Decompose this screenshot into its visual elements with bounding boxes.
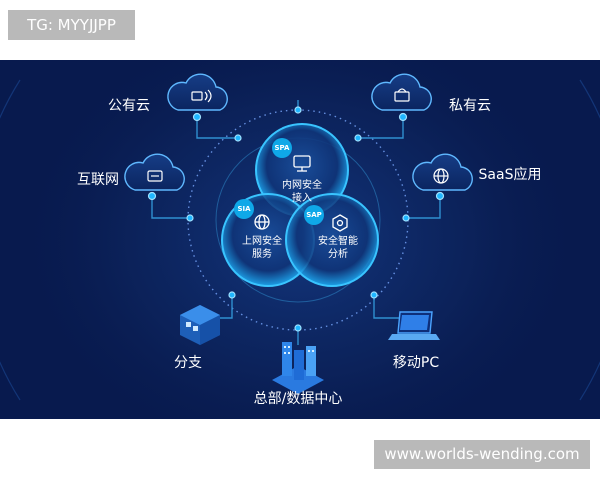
diagram-canvas [0, 60, 600, 419]
label-internet: 互联网 [77, 172, 119, 188]
sia-service-label: 上网安全 服务 [242, 235, 282, 261]
cloud-wifi-icon [167, 73, 228, 111]
sia-line-2: 服务 [252, 249, 272, 260]
sap-line-1: 安全智能 [318, 236, 358, 247]
label-private-cloud: 私有云 [449, 98, 491, 114]
cloud-globe-icon [412, 153, 473, 191]
spa-line-1: 内网安全 [282, 180, 322, 191]
watermark-url: www.worlds-wending.com [374, 440, 590, 469]
badge-sap: SAP [304, 205, 324, 225]
watermark-tg: TG: MYYJJPP [8, 10, 135, 40]
label-branch: 分支 [174, 355, 202, 371]
sia-line-1: 上网安全 [242, 236, 282, 247]
hexagon-analysis-icon [332, 214, 348, 232]
globe-shield-icon [254, 214, 270, 230]
label-public-cloud: 公有云 [108, 98, 150, 114]
branch-building-icon [180, 305, 220, 345]
sap-line-2: 分析 [328, 249, 348, 260]
cloud-firewall-icon [371, 73, 432, 111]
connector-dots [147, 106, 445, 332]
laptop-icon [388, 311, 440, 340]
sap-service-label: 安全智能 分析 [318, 235, 358, 261]
label-saas-app: SaaS应用 [478, 167, 542, 183]
datacenter-buildings-icon [272, 342, 324, 394]
badge-spa: SPA [272, 138, 292, 158]
label-mobile-pc: 移动PC [392, 355, 440, 371]
cloud-router-icon [124, 153, 185, 191]
security-architecture-diagram: 公有云 互联网 私有云 SaaS应用 分支 总部/数据中心 移动PC SPA S… [0, 60, 600, 419]
label-headquarters: 总部/数据中心 [253, 391, 343, 407]
spa-line-2: 接入 [292, 193, 312, 204]
monitor-icon [293, 155, 311, 172]
badge-sia: SIA [234, 199, 254, 219]
spa-service-label: 内网安全 接入 [282, 179, 322, 205]
